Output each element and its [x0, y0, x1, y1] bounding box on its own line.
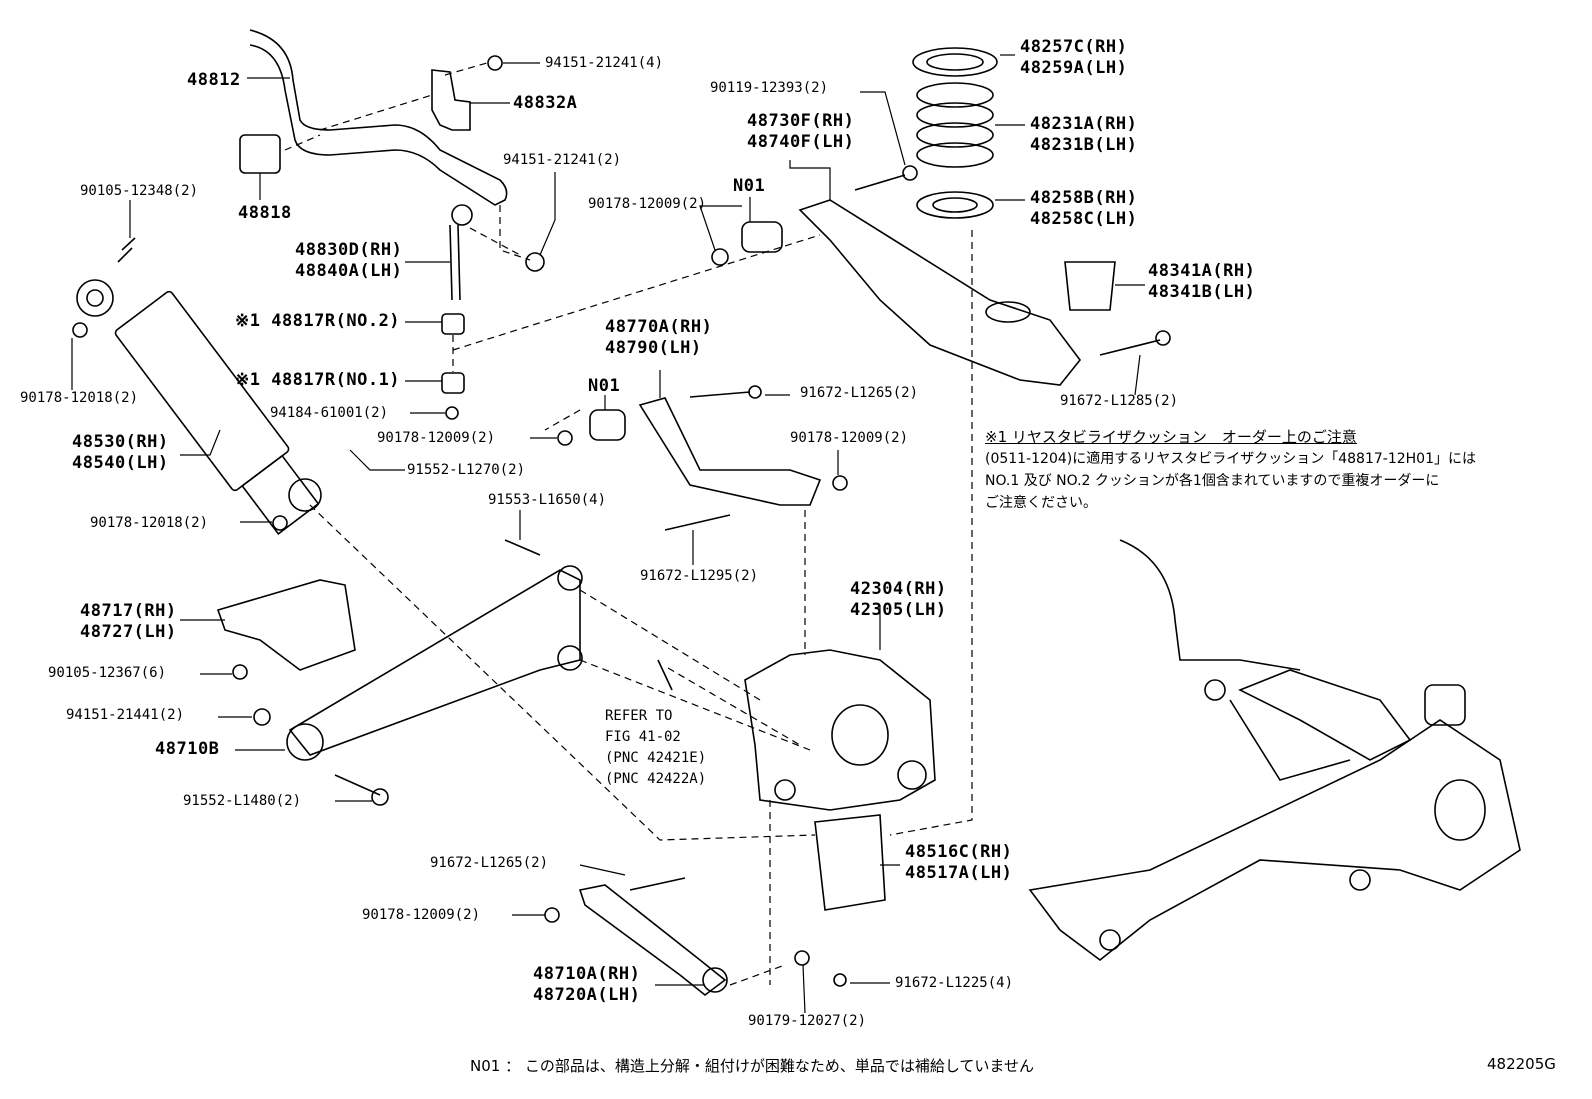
label-90178-12009-d: 90178-12009(2)	[362, 907, 481, 923]
label-90178-12009-a: 90178-12009(2)	[377, 430, 496, 446]
label-48730F: 48730F(RH)	[747, 111, 855, 131]
label-91672-L1225: 91672-L1225(4)	[895, 975, 1014, 991]
label-stabilizer-link: 48830D(RH) 48840A(LH)	[295, 242, 402, 280]
label-48341A: 48341A(RH)	[1148, 261, 1256, 281]
note-line-2: NO.1 及び NO.2 クッションが各1個含まれていますので重複オーダーに	[985, 473, 1440, 489]
arm-48710A	[578, 884, 727, 997]
label-spring-seat-upper: 48257C(RH) 48259A(LH)	[1020, 39, 1127, 77]
label-48258C: 48258C(LH)	[1030, 209, 1138, 229]
label-48516C: 48516C(RH)	[905, 842, 1013, 862]
label-90105-12367: 90105-12367(6)	[48, 665, 167, 681]
label-91552-L1270: 91552-L1270(2)	[407, 462, 526, 478]
bracket-48516C	[814, 814, 886, 911]
knuckle-42304	[744, 649, 936, 811]
label-bump-stopper: 48341A(RH) 48341B(LH)	[1148, 263, 1255, 301]
label-42304: 42304(RH)	[850, 579, 947, 599]
label-48818: 48818	[238, 203, 292, 223]
label-42305: 42305(LH)	[850, 600, 947, 620]
label-90119-12393: 90119-12393(2)	[710, 80, 829, 96]
trailing-arm-48710B	[288, 569, 581, 756]
label-90178-12018-upper: 90178-12018(2)	[20, 390, 139, 406]
label-91553-L1650: 91553-L1650(4)	[488, 492, 607, 508]
label-48259A: 48259A(LH)	[1020, 58, 1128, 78]
figure-id: 482205G	[1487, 1055, 1556, 1073]
label-48817R-no2: ※1 48817R(NO.2)	[235, 311, 401, 331]
label-48710A: 48710A(RH)	[533, 964, 641, 984]
link-head	[451, 204, 473, 226]
label-48840A: 48840A(LH)	[295, 261, 403, 281]
assembly-view	[1028, 539, 1521, 962]
label-91672-L1295: 91672-L1295(2)	[640, 568, 759, 584]
label-94151-21441: 94151-21441(2)	[66, 707, 185, 723]
label-94184-61001: 94184-61001(2)	[270, 405, 389, 421]
stabilizer-bar	[249, 29, 508, 206]
label-48830D: 48830D(RH)	[295, 240, 403, 260]
label-90178-12018-lower: 90178-12018(2)	[90, 515, 209, 531]
label-90178-12009-c: 90178-12009(2)	[790, 430, 909, 446]
label-48231A: 48231A(RH)	[1030, 114, 1138, 134]
label-94151-21241-2: 94151-21241(2)	[503, 152, 622, 168]
label-arm-48710A: 48710A(RH) 48720A(LH)	[533, 966, 640, 1004]
label-48770A: 48770A(RH)	[605, 317, 713, 337]
lower-arm-48730F	[798, 199, 1082, 386]
label-arm-48770A: 48770A(RH) 48790(LH)	[605, 319, 712, 357]
nut-94184	[445, 406, 459, 420]
label-48817R-no1: ※1 48817R(NO.1)	[235, 370, 401, 390]
label-coil-spring: 48231A(RH) 48231B(LH)	[1030, 116, 1137, 154]
label-shock-absorber: 48530(RH) 48540(LH)	[72, 434, 169, 472]
coil-spring	[916, 82, 994, 168]
label-n01-lower: N01	[588, 376, 621, 396]
label-bracket-48717: 48717(RH) 48727(LH)	[80, 603, 177, 641]
label-48341B: 48341B(LH)	[1148, 282, 1256, 302]
label-pnc-42422A: (PNC 42422A)	[605, 771, 707, 787]
label-91672-L1265-a: 91672-L1265(2)	[800, 385, 919, 401]
note-title: ※1 リヤスタビライザクッション オーダー上のご注意	[985, 428, 1357, 446]
bushing-48818	[239, 134, 281, 174]
n01-footnote: N01 ： この部品は、構造上分解・組付けが困難なため、単品では補給していません	[470, 1057, 1034, 1075]
bolt-90105-12348	[117, 237, 136, 263]
label-90178-12009-b: 90178-12009(2)	[588, 196, 707, 212]
label-48257C: 48257C(RH)	[1020, 37, 1128, 57]
label-n01-upper: N01	[733, 176, 766, 196]
label-48740F: 48740F(LH)	[747, 132, 855, 152]
label-48717: 48717(RH)	[80, 601, 177, 621]
arm-48770A	[638, 397, 822, 506]
label-knuckle: 42304(RH) 42305(LH)	[850, 581, 947, 619]
label-48812: 48812	[187, 70, 241, 90]
label-48258B: 48258B(RH)	[1030, 188, 1138, 208]
label-91672-L1265-b: 91672-L1265(2)	[430, 855, 549, 871]
label-90179-12027: 90179-12027(2)	[748, 1013, 867, 1029]
label-arm-48730F: 48730F(RH) 48740F(LH)	[747, 113, 854, 151]
bracket-48717	[216, 579, 356, 671]
label-48720A: 48720A(LH)	[533, 985, 641, 1005]
label-91672-L1285: 91672-L1285(2)	[1060, 393, 1179, 409]
label-refer-to: REFER TO	[605, 708, 673, 724]
label-48727: 48727(LH)	[80, 622, 177, 642]
label-48832A: 48832A	[513, 93, 578, 113]
nut-94151-2	[525, 252, 545, 272]
label-fig-41-02: FIG 41-02	[605, 729, 681, 745]
cushion-no1	[441, 372, 465, 394]
stabilizer-cushion-order-note: ※1 リヤスタビライザクッション オーダー上のご注意 (0511-1204)に適…	[985, 426, 1476, 514]
bracket-48832A	[431, 69, 471, 131]
label-48710B: 48710B	[155, 739, 220, 759]
label-48231B: 48231B(LH)	[1030, 135, 1138, 155]
label-spring-seat-lower: 48258B(RH) 48258C(LH)	[1030, 190, 1137, 228]
label-48517A: 48517A(LH)	[905, 863, 1013, 883]
label-94151-21241-4: 94151-21241(4)	[545, 55, 664, 71]
label-48540: 48540(LH)	[72, 453, 169, 473]
bump-stopper	[1064, 261, 1116, 311]
note-line-1: (0511-1204)に適用するリヤスタビライザクッション「48817-12H0…	[985, 451, 1476, 467]
label-91552-L1480: 91552-L1480(2)	[183, 793, 302, 809]
label-90105-12348: 90105-12348(2)	[80, 183, 199, 199]
label-48790: 48790(LH)	[605, 338, 702, 358]
label-pnc-42421E: (PNC 42421E)	[605, 750, 707, 766]
label-48530: 48530(RH)	[72, 432, 169, 452]
label-bracket-48516C: 48516C(RH) 48517A(LH)	[905, 844, 1012, 882]
note-line-3: ご注意ください。	[985, 495, 1097, 511]
cushion-no2	[441, 313, 465, 335]
nut-94151-4	[487, 55, 503, 71]
